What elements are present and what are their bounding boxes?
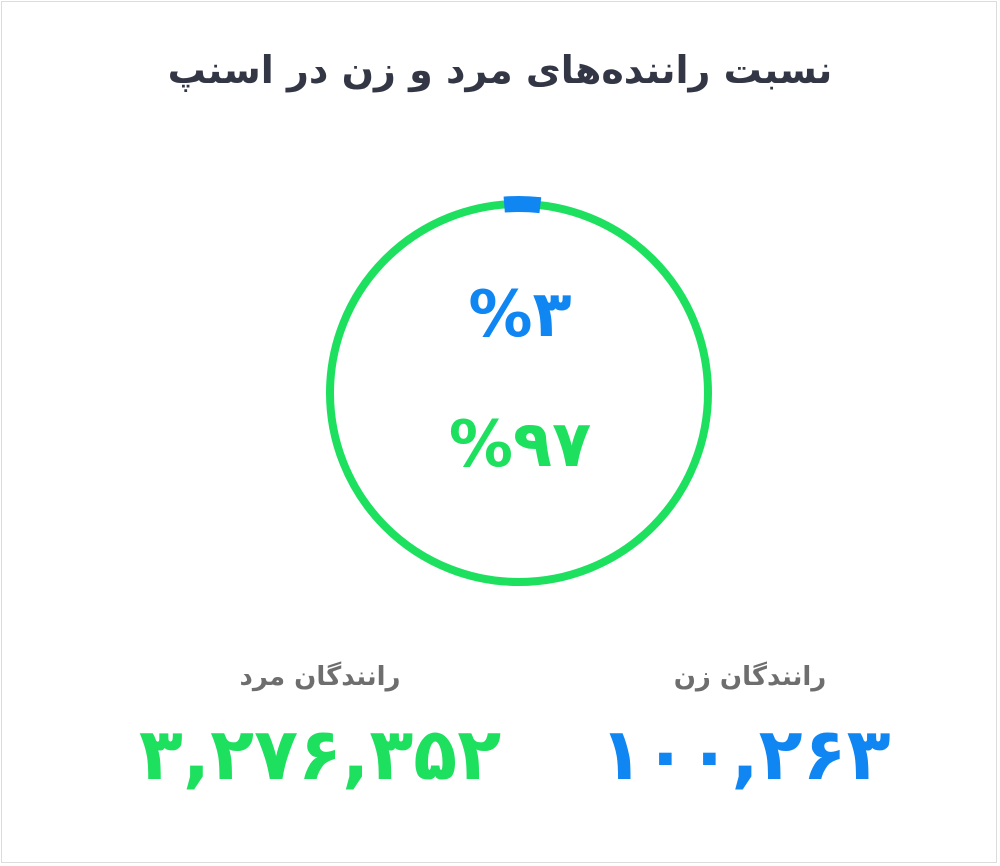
female-drivers-count: ۱۰۰,۲۶۳ xyxy=(599,712,891,796)
female-percent-label: %۳ xyxy=(468,278,572,352)
male-percent-label: %۹۷ xyxy=(448,408,592,482)
chart-title: نسبت راننده‌های مرد و زن در اسنپ xyxy=(167,48,833,92)
male-drivers-label: رانندگان مرد xyxy=(239,662,401,692)
slice-female xyxy=(503,196,542,214)
female-drivers-label: رانندگان زن xyxy=(673,662,827,692)
slice-male xyxy=(326,200,712,586)
male-drivers-count: ۳,۲۷۶,۳۵۲ xyxy=(138,712,502,796)
